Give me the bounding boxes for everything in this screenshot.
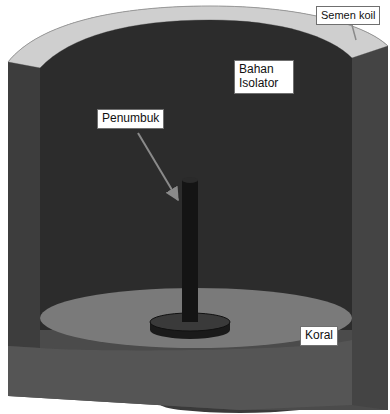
leader-arrow	[138, 133, 178, 200]
left-wall-section	[8, 62, 40, 348]
part-label: Semen koil	[316, 6, 380, 25]
insulation-interior	[40, 20, 352, 330]
right-wall-section	[352, 46, 388, 410]
leader-line	[352, 25, 356, 40]
part-label: Penumbuk	[97, 109, 164, 129]
part-label: Koral	[300, 326, 338, 346]
part-label: Bahan Isolator	[234, 60, 294, 94]
rammer-rod	[182, 180, 198, 322]
container-body	[8, 6, 388, 410]
rammer-rod-top	[182, 177, 198, 183]
bottom-slab	[8, 340, 352, 410]
